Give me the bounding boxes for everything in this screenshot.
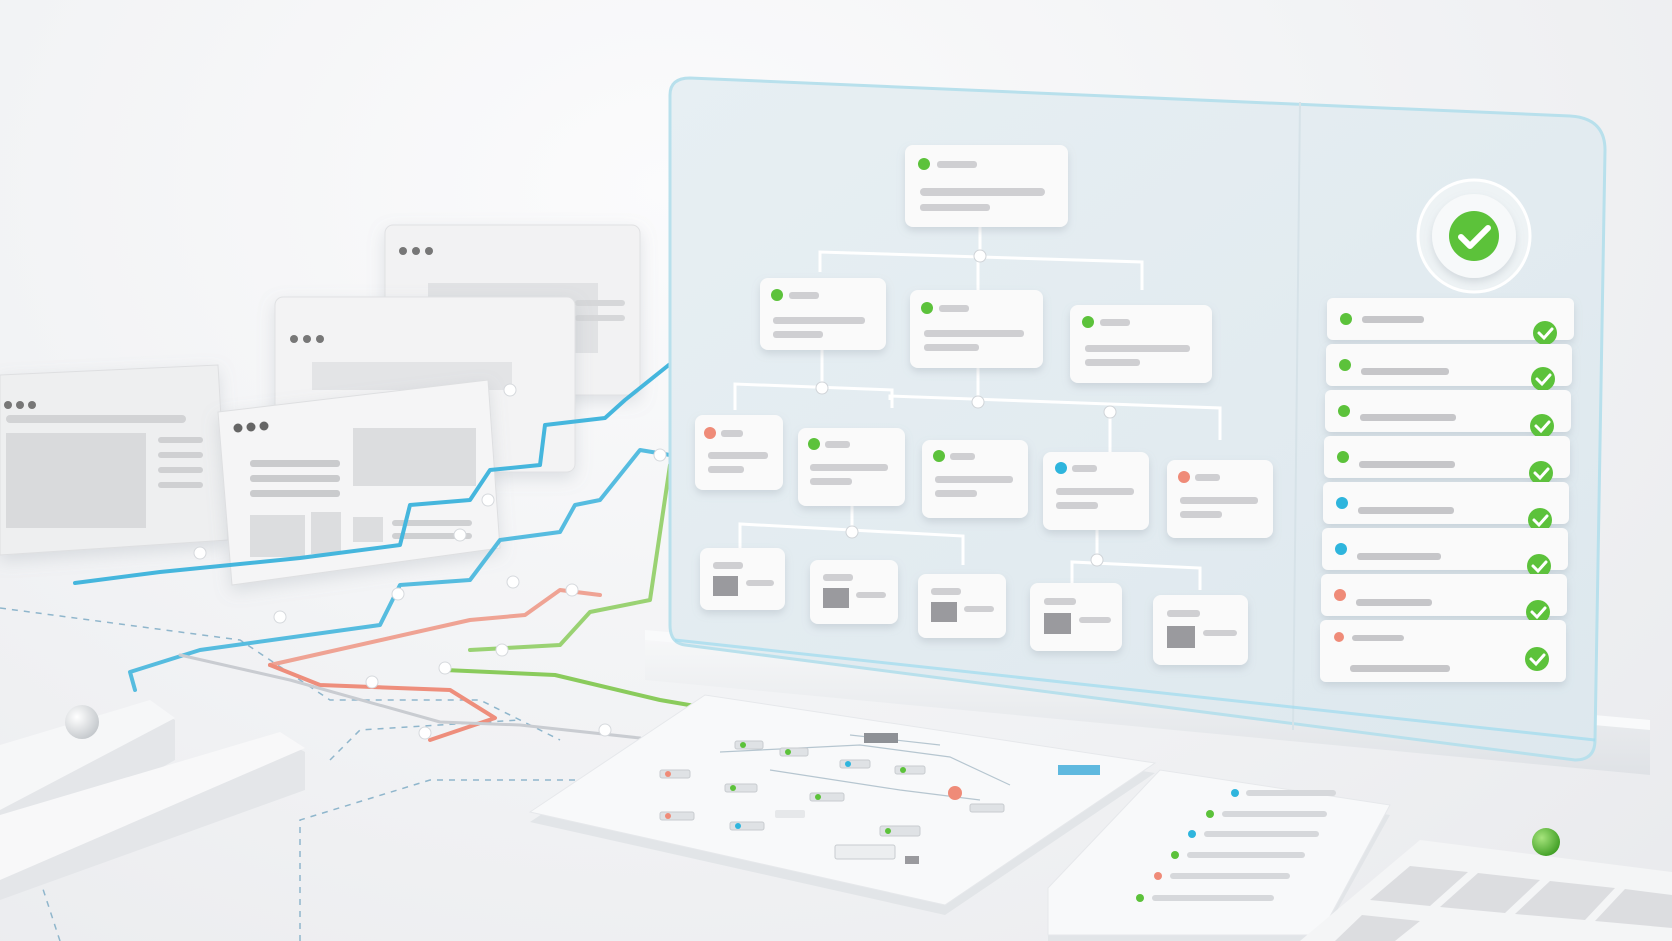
checklist-item	[1324, 436, 1570, 485]
tree-node-level2-c	[922, 440, 1028, 518]
green-sphere	[1532, 828, 1560, 856]
tree-node-level2-e	[1167, 460, 1273, 538]
floor-slabs-left	[0, 700, 305, 900]
checklist-item	[1322, 528, 1568, 578]
tree-node-level2-b	[798, 428, 905, 506]
tree-node-level2-d	[1043, 452, 1149, 530]
circuit-nodes	[193, 383, 667, 740]
tree-node-level1-c	[1070, 305, 1212, 383]
checklist-item	[1320, 620, 1566, 682]
tree-node-level3-a	[700, 548, 785, 610]
checklist-item	[1325, 390, 1571, 438]
tree-node-level3-b	[810, 560, 898, 624]
browser-window-front	[217, 379, 501, 586]
gray-sphere	[65, 705, 99, 739]
checklist-item	[1321, 574, 1567, 624]
tree-node-level3-c	[918, 574, 1006, 638]
tree-node-level2-a	[695, 415, 783, 490]
tree-junctions	[815, 249, 1117, 567]
checklist	[1320, 298, 1574, 682]
tree-node-level1-a	[760, 278, 886, 350]
checklist-item	[1327, 298, 1574, 345]
browser-window-left	[0, 364, 229, 556]
floor-grid-panel	[1300, 840, 1672, 941]
floor-tablet-list	[1047, 769, 1391, 941]
tree-node-level1-b	[910, 290, 1043, 368]
floor-tablet-diagram	[528, 694, 1157, 915]
tree-node-level3-d	[1030, 583, 1122, 651]
tree-node-level3-e	[1153, 595, 1248, 665]
tree-node-root	[905, 145, 1068, 227]
checklist-item	[1323, 482, 1569, 532]
check-badge-icon	[1416, 178, 1532, 294]
checklist-item	[1326, 344, 1572, 391]
